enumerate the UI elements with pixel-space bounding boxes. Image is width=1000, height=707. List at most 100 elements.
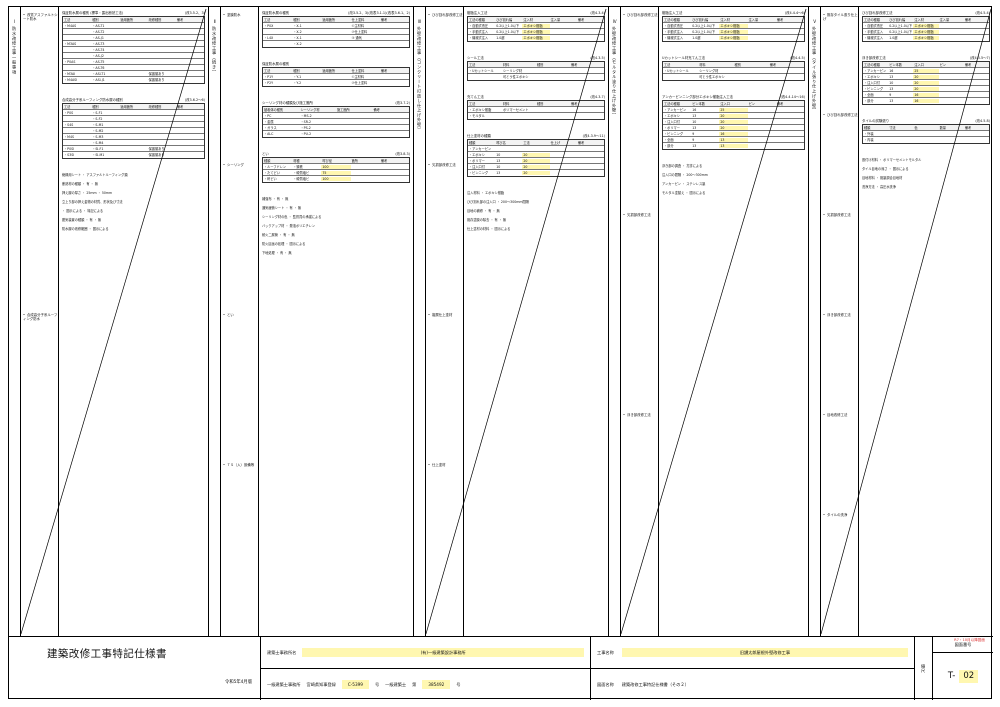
table-cell: エポキシ樹脂 <box>719 23 748 28</box>
spec-line: ひび割れ部の注入口 ・ 200～300mm間隔 <box>467 200 605 204</box>
table-cell: ・X-2 <box>293 29 302 34</box>
table-cell: エポキシ樹脂 <box>913 23 939 28</box>
table-cell: ・硬質塩ビ <box>293 177 310 182</box>
table-header-cell: 種別 <box>92 17 99 22</box>
table-cell: ・L4X <box>264 35 274 40</box>
table-cell: 0.2以上1.0以下 <box>692 23 716 28</box>
section-title-text: Ⅴ 外壁改修工事（タイル張り仕上げ外壁） <box>812 19 818 113</box>
table-cell: ・機械式注入 <box>864 36 884 41</box>
table-cell: ・ポリマー <box>469 158 485 163</box>
table-header-cell: ピン <box>939 62 946 67</box>
block-ref: (改4.5.4) <box>975 11 990 15</box>
block-title: 保証防水層の種別 (標準・露出断熱工法) <box>62 11 124 15</box>
table-row: ・金属・SR-2 <box>263 119 409 126</box>
table-cell: ・P1Y <box>264 74 274 79</box>
table-cell: 100 <box>321 164 351 169</box>
spec-line: 注入口の間隔 ・ 200～300mm <box>662 173 805 177</box>
table-row: ・ALC・PU-2 <box>263 131 409 137</box>
table-header-cell: 工法 <box>469 62 476 67</box>
spec-block: アンカーピンニング部分エポキシ樹脂注入工法(改4.4.14～16)工法の種類ピン… <box>662 95 805 151</box>
spec-block: 仕上塗材の種類(改4.3.9～11)種類呼び名工法仕上げ備考・アンカーピン・エポ… <box>467 134 605 178</box>
table-cell: ・SI-M1 <box>92 153 105 158</box>
section-title-text: Ⅰ 防水改修工事一般事項 <box>12 19 18 75</box>
block-title: 浮き部改修工法 <box>862 56 886 60</box>
spec-block: タイルの試験張り(改4.5.8)種類寸法色数量備考・外装・内装 <box>862 119 990 145</box>
table-header-cell: 適用箇所 <box>322 17 336 22</box>
section-vertical-title: Ⅳ 外壁改修工事（モルタル塗り仕上げ外壁） <box>609 7 621 636</box>
table-cell: 20 <box>522 152 550 157</box>
spec-line: タイル目地の深さ ・ 図示による <box>862 167 990 171</box>
table-header-cell: 工法 <box>264 17 271 22</box>
section-item: タイルの洗浄 <box>823 513 847 517</box>
table-header-cell: 被着体の種別 <box>264 107 284 112</box>
spec-line: 防水層の改修範囲 ・ 図示による <box>62 227 205 231</box>
block-ref: (改4.3.7) <box>590 95 605 99</box>
spec-line: 脱気装置の種類 ・ 有 ・ 無 <box>62 218 205 222</box>
section-items: ひび割れ部改修工法欠損部改修工法複層仕上塗材仕上塗材 <box>426 7 464 636</box>
block-title: シール工法 <box>467 56 484 60</box>
table-cell: ポリマーセメント <box>503 107 529 112</box>
table-cell: ・自動式低圧 <box>469 23 489 28</box>
spec-block: 合成高分子系ルーフィング防水層の種別(改3.6.2～6)工法種別適用箇所改修種別… <box>62 98 205 160</box>
table-cell: 16 <box>889 68 894 73</box>
spec-line: ・ 図示による ・ 特記による <box>62 209 205 213</box>
spec-table: 工法材料種別備考・Uカットシールシーリング材可とう性エポキシ <box>467 61 605 82</box>
table-cell: 0.2以上1.0以下 <box>496 29 520 34</box>
table-cell: ・P0S <box>64 110 74 115</box>
table-cell: ・PC <box>264 113 272 118</box>
table-cell: ②仕上塗料 <box>351 29 368 34</box>
table-cell: ・ガラス <box>264 125 277 130</box>
table-header-cell: 備考 <box>380 158 388 163</box>
table-header-cell: 種別 <box>293 17 300 22</box>
section-vertical-title: Ⅱ 防水改修工事（続き） <box>209 7 221 636</box>
block-ref: (改3.5.2、3) <box>184 11 205 15</box>
table-header-cell: 備考 <box>577 17 585 22</box>
section-items: 既存タイル張り仕上げひび割れ部改修工法欠損部改修工法浮き部改修工法目地改修工法タ… <box>821 7 859 636</box>
section-vertical-title: Ⅴ 外壁改修工事（タイル張り仕上げ外壁） <box>809 7 821 636</box>
table-header-cell: ピン本数 <box>692 101 705 106</box>
table-cell: ・S-F1 <box>92 110 103 115</box>
table-cell: ・AS-T2 <box>92 29 105 34</box>
table-cell: ・AS-J2 <box>92 53 104 58</box>
spec-line: 張付け材料 ・ ポリマーセメントモルタル <box>862 158 990 162</box>
table-cell: ・AS-T5 <box>92 59 105 64</box>
table-header-cell: シーリング材 <box>300 107 320 112</box>
table-cell: 75 <box>321 170 351 175</box>
spec-line: 洗浄方法 ・ 高圧水洗浄 <box>862 185 990 189</box>
spec-block: シール工法(改4.3.5)工法材料種別備考・Uカットシールシーリング材可とう性エ… <box>467 56 605 82</box>
table-cell: エポキシ樹脂 <box>913 29 939 34</box>
table-cell: ・エポキシ <box>864 74 880 79</box>
table-header-cell: 注入材 <box>523 17 533 22</box>
title-block-left: 建築改修工事特記仕様書 令和5年4月版 <box>9 637 261 700</box>
section-items: 塗膜防水シーリングといＴＳ（入）設備等 <box>221 7 259 636</box>
table-cell: ・M4S <box>64 134 74 139</box>
table-cell: ・ルーフドレン <box>264 164 287 169</box>
section-item: 目地改修工法 <box>823 413 847 417</box>
spec-line-text: 張付け材料 ・ ポリマーセメントモルタル <box>862 158 922 162</box>
table-header-cell: 改修種別 <box>148 104 162 109</box>
table-cell: ・自動式低圧 <box>664 23 684 28</box>
table-header-cell: 備考 <box>571 62 578 67</box>
table-cell: 13 <box>889 74 894 79</box>
spec-line-text: 目地材料 ・ 既製調合目地材 <box>862 176 903 180</box>
table-cell: ・ピンニング <box>664 131 684 136</box>
table-cell: ・Y-1 <box>293 74 302 79</box>
block-title: シーリング材の種類及び施工箇所 <box>262 101 313 105</box>
table-cell: 13 <box>692 125 697 130</box>
spec-line: 浮き部の調査 ・ 打診による <box>662 164 805 168</box>
table-cell: 10 <box>889 80 894 85</box>
table-header-cell: 色 <box>914 125 918 130</box>
table-cell: ・S-M4 <box>92 140 104 145</box>
scale-cell: 縮尺 <box>915 637 933 700</box>
table-cell: ・エポキシ <box>664 113 680 118</box>
spec-column: Ⅴ 外壁改修工事（タイル張り仕上げ外壁）既存タイル張り仕上げひび割れ部改修工法欠… <box>809 7 993 636</box>
table-cell: 100 <box>321 177 351 182</box>
spec-table: 工法種別適用箇所改修種別備考・M4AS・AS-T1・AS-T2・AS-J1・M3… <box>62 16 205 85</box>
spec-line: 通気緩衝シート ・ 有 ・ 無 <box>262 206 410 210</box>
table-cell: ・ポリマー <box>664 125 680 130</box>
table-header-cell: 備考 <box>571 101 578 106</box>
table-cell: 13 <box>496 171 501 176</box>
